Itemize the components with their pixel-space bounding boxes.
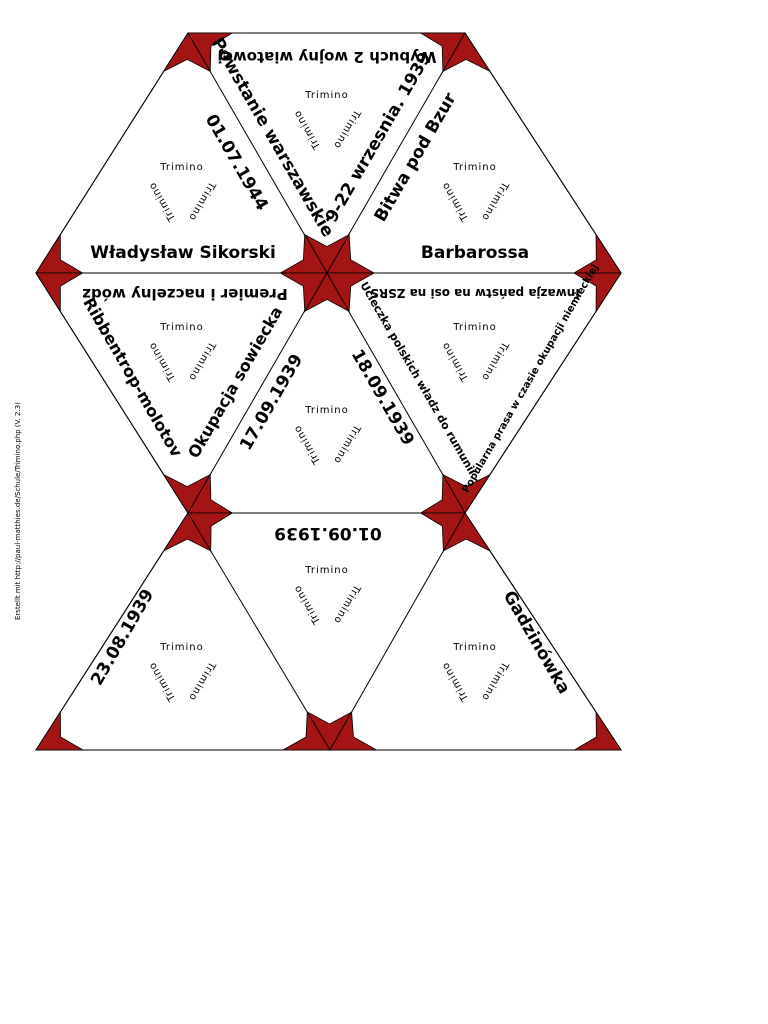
watermark-text: Trimino bbox=[304, 90, 349, 101]
label-wybuch: Wybuch 2 wojny wiatowej bbox=[218, 48, 437, 66]
label-sikorski: Władysław Sikorski bbox=[90, 243, 276, 263]
watermark-text: Trimino bbox=[452, 322, 497, 333]
watermark-text: Trimino bbox=[159, 162, 204, 173]
corner-wedge-9 bbox=[35, 272, 85, 313]
watermark-text: Trimino bbox=[452, 642, 497, 653]
corner-markers bbox=[35, 32, 622, 751]
corner-wedge-16 bbox=[572, 272, 622, 313]
credit-line: Erstellt mit http://paul-matthies.de/Sch… bbox=[14, 402, 22, 620]
corner-wedge-23 bbox=[281, 710, 331, 751]
corner-wedge-24 bbox=[442, 512, 492, 552]
watermark-text: Trimino bbox=[159, 642, 204, 653]
corner-wedge-17 bbox=[441, 473, 492, 514]
corner-wedge-21 bbox=[162, 512, 212, 552]
corner-wedge-15 bbox=[326, 272, 376, 313]
corner-wedge-3 bbox=[162, 32, 212, 73]
watermark-text: Trimino bbox=[304, 565, 349, 576]
label-d0109: 01.09.1939 bbox=[274, 523, 382, 543]
label-inwazja: Inwazja państw na osi na ZSRS bbox=[370, 286, 579, 300]
corner-wedge-25 bbox=[329, 710, 379, 751]
label-barbarossa: Barbarossa bbox=[421, 243, 529, 263]
watermark-text: Trimino bbox=[159, 322, 204, 333]
corner-wedge-22 bbox=[35, 710, 85, 751]
corner-wedge-6 bbox=[441, 32, 492, 73]
watermark-text: Trimino bbox=[304, 405, 349, 416]
corner-wedge-26 bbox=[572, 710, 622, 751]
label-premier: Premier i naczelny wódz bbox=[82, 285, 288, 303]
watermark-text: Trimino bbox=[452, 162, 497, 173]
